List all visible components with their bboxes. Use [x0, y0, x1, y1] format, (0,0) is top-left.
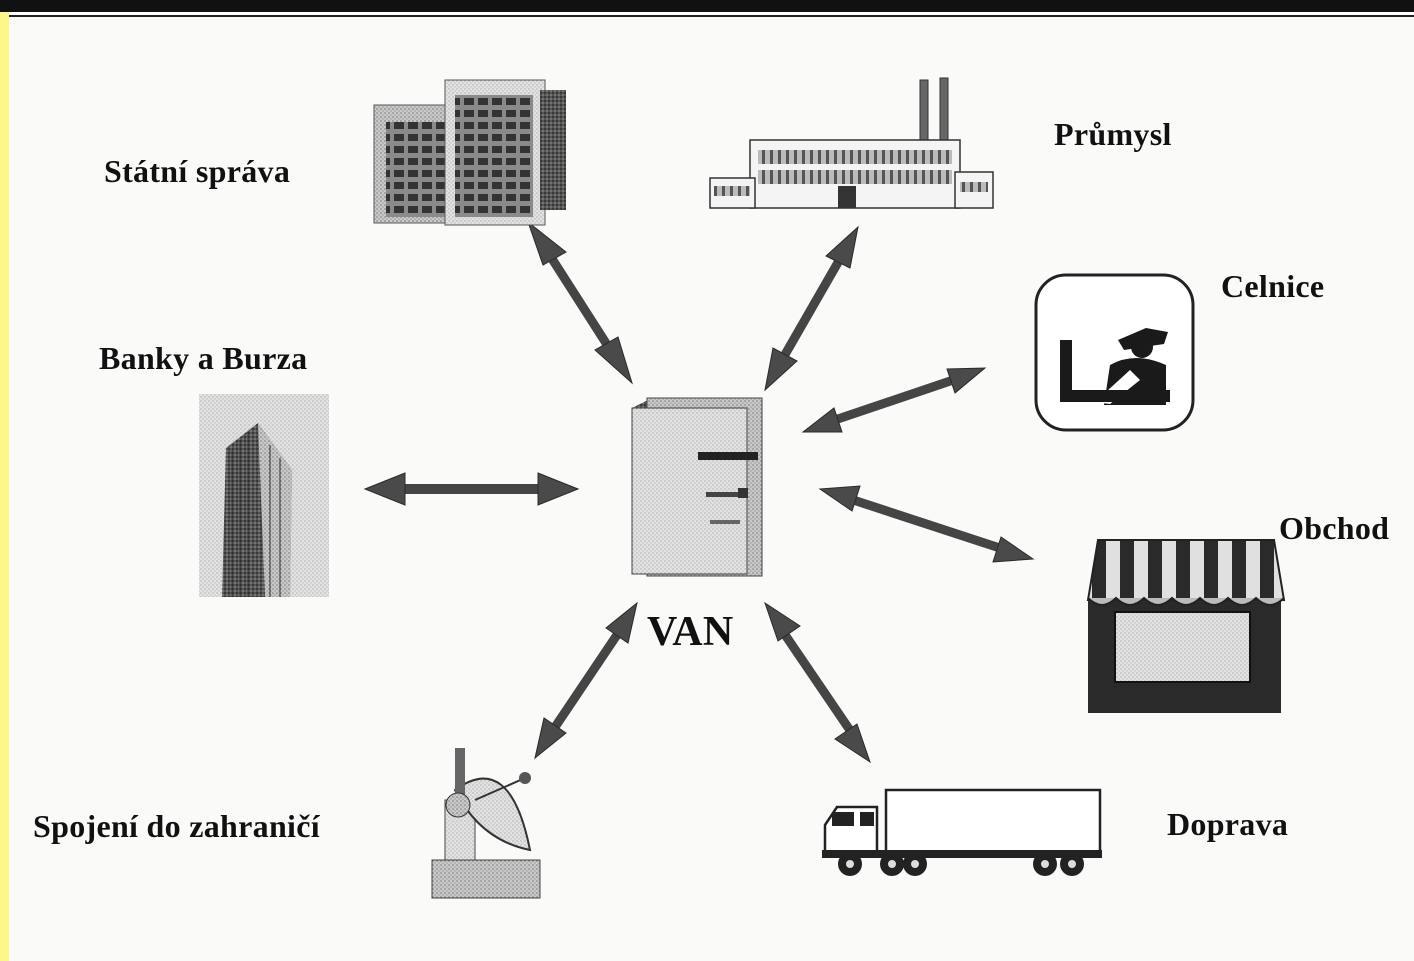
left-margin-stripe	[0, 12, 9, 961]
arrow-banky-burza	[363, 472, 580, 506]
office-buildings-icon	[373, 79, 566, 226]
label-celnice: Celnice	[1221, 268, 1325, 304]
arrow-statni-sprava	[526, 220, 633, 385]
satellite-dish-icon	[431, 748, 541, 899]
label-van: VAN	[647, 609, 734, 655]
label-statni-sprava: Státní správa	[104, 153, 291, 189]
arrow-celnice	[801, 367, 987, 433]
shop-awning-icon	[1086, 539, 1286, 713]
truck-icon	[822, 788, 1102, 876]
top-border	[0, 0, 1414, 12]
top-border-gap	[0, 12, 1414, 15]
arrow-spojeni	[534, 601, 638, 760]
label-doprava: Doprava	[1167, 806, 1289, 842]
arrow-doprava	[764, 601, 871, 764]
skyscraper-icon	[199, 394, 329, 597]
arrows	[363, 220, 1035, 764]
label-banky-burza: Banky a Burza	[99, 340, 308, 376]
arrow-prumysl	[764, 225, 859, 392]
top-rule	[0, 15, 1414, 17]
customs-officer-icon	[1034, 273, 1195, 432]
factory-icon	[709, 77, 994, 209]
label-spojeni: Spojení do zahraničí	[33, 808, 320, 844]
server-icon	[631, 397, 763, 577]
arrow-obchod	[818, 485, 1035, 563]
label-prumysl: Průmysl	[1054, 116, 1172, 152]
label-obchod: Obchod	[1279, 510, 1390, 546]
